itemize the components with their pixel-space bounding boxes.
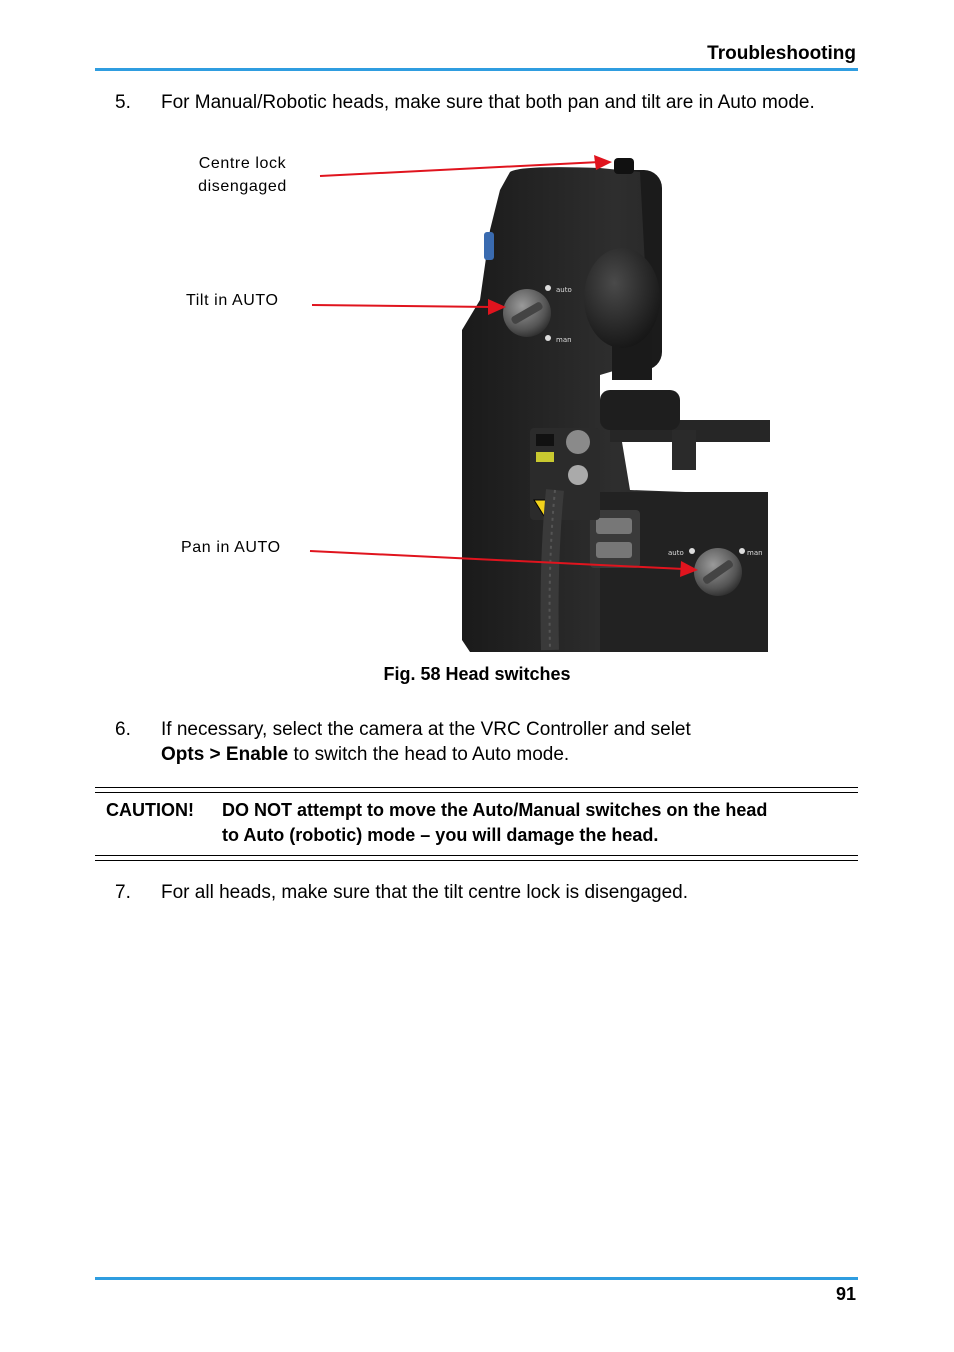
- step-6-line2: Opts > Enable to switch the head to Auto…: [161, 742, 861, 767]
- tilt-man-mark: man: [556, 336, 572, 344]
- caution-rule-bottom-1: [95, 855, 858, 856]
- callout-centre-lock-line2: disengaged: [198, 178, 287, 195]
- callout-centre-lock-line1: Centre lock: [198, 155, 287, 172]
- arrow-centre-lock: [319, 155, 612, 177]
- running-header: Troubleshooting: [707, 43, 856, 64]
- step-5-number: 5.: [115, 92, 131, 113]
- caution-text: DO NOT attempt to move the Auto/Manual s…: [222, 798, 852, 848]
- pan-man-mark: man: [747, 549, 763, 557]
- caution-line1: DO NOT attempt to move the Auto/Manual s…: [222, 800, 768, 820]
- step-7-number: 7.: [115, 882, 131, 903]
- camera-head-photo: auto man auto man: [309, 155, 770, 652]
- callout-tilt: Tilt in AUTO: [186, 292, 279, 309]
- caution-rule-bottom-2: [95, 860, 858, 861]
- caution-line2: to Auto (robotic) mode – you will damage…: [222, 825, 659, 845]
- step-7-text: For all heads, make sure that the tilt c…: [161, 882, 688, 903]
- page-number: 91: [835, 1284, 856, 1304]
- step-5-text: For Manual/Robotic heads, make sure that…: [161, 92, 815, 113]
- step-6-line2-rest: to switch the head to Auto mode.: [288, 744, 570, 765]
- footer-rule: [95, 1277, 858, 1280]
- arrow-pan: [309, 550, 698, 577]
- callout-pan: Pan in AUTO: [181, 539, 281, 556]
- step-6-menu-path: Opts > Enable: [161, 744, 289, 765]
- caution-rule-top-2: [95, 792, 858, 793]
- step-6-line1: If necessary, select the camera at the V…: [161, 719, 691, 740]
- callout-centre-lock: Centre lock disengaged: [180, 152, 305, 198]
- figure-caption: Fig. 58 Head switches: [383, 664, 571, 684]
- figure-head-switches: auto man auto man Centre lock disengaged…: [0, 140, 954, 660]
- tilt-auto-mark: auto: [556, 286, 572, 294]
- step-6-number: 6.: [115, 719, 131, 740]
- pan-auto-mark: auto: [668, 549, 684, 557]
- caution-rule-top-1: [95, 787, 858, 788]
- caution-label: CAUTION!: [106, 800, 194, 820]
- arrow-tilt: [311, 299, 506, 315]
- header-rule: [95, 68, 858, 71]
- step-6-text: If necessary, select the camera at the V…: [161, 717, 861, 767]
